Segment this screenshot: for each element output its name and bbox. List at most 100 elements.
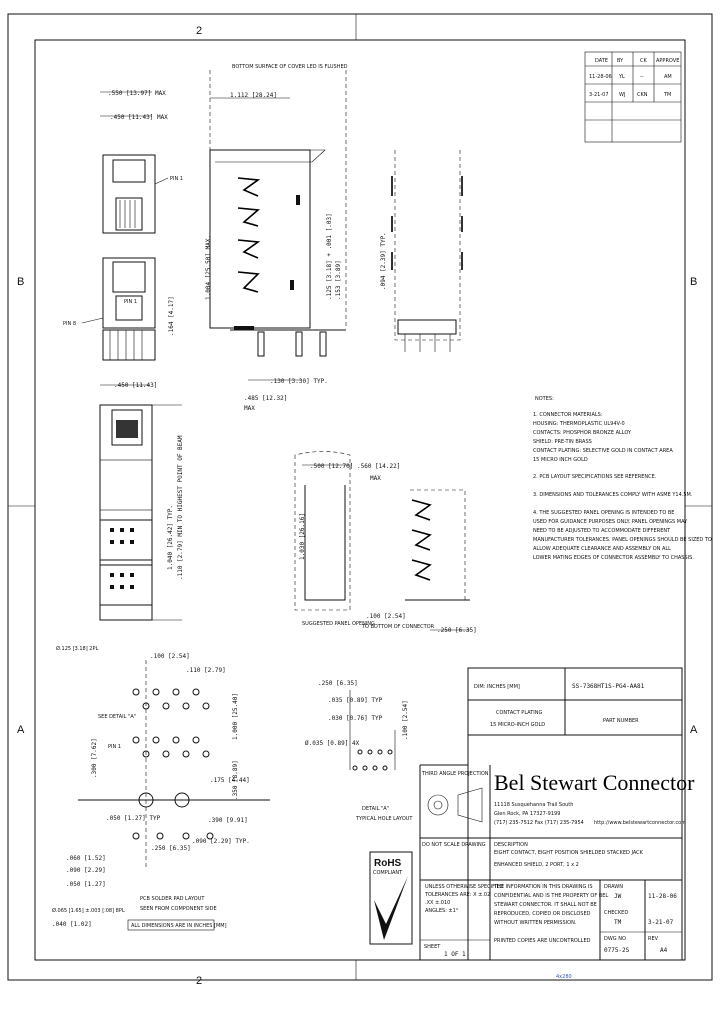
pcb-d17: .050 [1.27]: [66, 881, 106, 888]
pcb-d14: .090 [2.29] TYP.: [192, 838, 250, 845]
panel-d3: 1.030 [26.16]: [299, 513, 306, 560]
zone-bottom-2: 2: [196, 975, 202, 987]
pcb-caption3: ALL DIMENSIONS ARE IN INCHES [MM]: [131, 923, 227, 929]
panel-d5: TO BOTTOM OF CONNECTOR: [361, 624, 435, 630]
side-d-b: .153 [3.89]: [335, 260, 342, 300]
notes-line-4: CONTACT PLATING: SELECTIVE GOLD IN CONTA…: [533, 448, 673, 454]
tb-rev: A4: [660, 947, 668, 954]
panel-cutout-view: .500 [12.70] .560 [14.22] MAX 1.030 [26.…: [294, 451, 477, 634]
tb-tol1: TOLERANCES ARE: X ±.02: [424, 892, 490, 898]
tb-print-note: PRINTED COPIES ARE UNCONTROLLED: [494, 938, 591, 944]
zone-right-a: A: [690, 724, 698, 736]
top-view: .550 [13.97] MAX .450 [11.43] MAX PIN 1 …: [63, 90, 183, 361]
notes-title: NOTES:: [535, 396, 554, 402]
pcb-caption2: SEEN FROM COMPONENT SIDE: [140, 906, 217, 912]
panel-label: SUGGESTED PANEL OPENING: [302, 621, 375, 627]
detail-a-view: .250 [6.35] .035 [0.89] TYP .030 [0.76] …: [305, 680, 413, 822]
top-d3: .164 [4.17]: [168, 296, 175, 336]
rohs-text: RoHS: [374, 858, 402, 869]
pin-side-view: .094 [2.39] TYP.: [380, 150, 463, 352]
top-d1: .550 [13.97] MAX: [108, 90, 166, 97]
tb-prop1: CONFIDENTIAL AND IS THE PROPERTY OF BEL: [494, 893, 608, 899]
side-d-c: .094 [2.39] TYP.: [380, 232, 387, 290]
notes-block: NOTES: 1. CONNECTOR MATERIALS: HOUSING: …: [533, 396, 712, 561]
pcb-layout-view: Ø.125 [3.18] 2PL .100 [2.54] .110 [2.79]…: [52, 645, 270, 931]
pcb-d15: .250 [6.35]: [151, 845, 191, 852]
rohs-logo: RoHS COMPLIANT: [369, 851, 413, 945]
pcb-d9: .050 [1.27] TYP: [106, 815, 161, 822]
pcb-detail-lbl: SEE DETAIL "A": [98, 714, 136, 720]
notes-line-6: 2. PCB LAYOUT SPECIFICATIONS SEE REFEREN…: [533, 474, 657, 480]
rev-hdr-approve: APPROVE: [656, 58, 679, 64]
panel-d2b: MAX: [370, 475, 381, 482]
tb-prop2: STEWART CONNECTOR. IT SHALL NOT BE: [494, 902, 597, 908]
detail-d3: .030 [0.76] TYP: [328, 715, 383, 722]
side-d-f-max: MAX: [244, 405, 255, 412]
tb-drawn-date: 11-28-06: [648, 893, 677, 900]
tb-tol0: UNLESS OTHERWISE SPECIFIED: [425, 884, 504, 890]
pcb-ref-8pl: Ø.065 [1.65] ±.003 [.08] 8PL: [52, 907, 125, 914]
pcb-d13: .040 [1.02]: [52, 921, 92, 928]
zone-left-b: B: [17, 276, 24, 288]
tb-scale-lbl: DO NOT SCALE DRAWING: [422, 842, 486, 848]
zone-left-a: A: [17, 724, 25, 736]
tb-prop3: REPRODUCED, COPIED OR DISCLOSED: [494, 911, 591, 917]
footer-mark: 4x280: [556, 974, 572, 980]
front-view: .450 [11.43] 1.040 [26.42] TYP. .110 [2.…: [99, 382, 184, 621]
notes-line-7: 3. DIMENSIONS AND TOLERANCES COMPLY WITH…: [533, 492, 693, 498]
side-d-a: .125 [3.18] + .001 [.03]: [326, 213, 333, 300]
tb-website: http://www.belstewartconnector.com: [594, 820, 686, 826]
tb-dwgno-lbl: DWG NO: [604, 936, 626, 942]
tb-tol3: ANGLES: ±1°: [425, 908, 459, 914]
rev-hdr-ck: CK: [640, 58, 647, 64]
rev-r2-date: 3-21-07: [589, 92, 609, 98]
tb-dwgno: 0775-2S: [604, 947, 630, 954]
rev-hdr-date: DATE: [595, 58, 608, 64]
top-pin8: PIN 8: [63, 321, 76, 327]
tb-checked-by: TM: [614, 919, 622, 926]
zone-right-b: B: [690, 276, 697, 288]
detail-d1: .250 [6.35]: [318, 680, 358, 687]
rev-r1-ck: --: [640, 74, 644, 80]
tb-address3: (717) 235-7512 Fax (717) 235-7954: [494, 820, 584, 826]
pcb-pin1: PIN 1: [108, 744, 121, 750]
pcb-ref-2pl: Ø.125 [3.18] 2PL: [56, 645, 98, 652]
tb-company: Bel Stewart Connector: [494, 770, 695, 795]
rev-r2-by: WJ: [619, 92, 625, 98]
tb-partno-label: PART NUMBER: [603, 718, 639, 724]
notes-line-3: SHIELD: PRE-TIN BRASS: [533, 439, 592, 445]
side-view: BOTTOM SURFACE OF COVER LED IS FLUSHED 1…: [205, 64, 348, 412]
side-d-f: .485 [12.32]: [244, 395, 287, 402]
pcb-d8: .350 [8.89]: [232, 760, 239, 800]
rev-r2-ck: CKN: [637, 92, 648, 98]
tb-sheet-lbl: SHEET: [424, 944, 441, 950]
inner-border: [34, 39, 686, 961]
front-d1: .450 [11.43]: [114, 382, 157, 389]
panel-d6: .250 [6.35]: [437, 627, 477, 634]
notes-line-5: 15 MICRO INCH GOLD: [533, 457, 588, 463]
front-d3: .110 [2.79] MIN TO HIGHEST POINT OF BEAM: [177, 435, 184, 580]
rev-r1-approve: AM: [664, 74, 672, 80]
tb-prop4: WITHOUT WRITTEN PERMISSION.: [494, 920, 577, 926]
detail-d4: .100 [2.54]: [402, 700, 409, 740]
detail-d5: Ø.035 [0.89] 4X: [305, 740, 360, 747]
tb-contact-plating: CONTACT PLATING: [496, 710, 543, 716]
detail-caption1: DETAIL "A": [362, 806, 389, 812]
detail-caption2: TYPICAL HOLE LAYOUT: [355, 816, 413, 822]
panel-d2: .560 [14.22]: [357, 463, 400, 470]
tb-checked-lbl: CHECKED: [604, 910, 628, 916]
top-d2: .450 [11.43] MAX: [110, 114, 168, 121]
notes-line-9: USED FOR GUIDANCE PURPOSES ONLY. PANEL O…: [533, 519, 688, 525]
rev-r1-date: 11-28-06: [589, 74, 612, 80]
rev-r1-by: YL: [618, 74, 625, 80]
pcb-d4: .060 [1.52]: [66, 855, 106, 862]
top-pin1-bottom: PIN 1: [124, 299, 137, 305]
notes-line-11: MANUFACTURER TOLERANCES. PANEL OPENINGS …: [533, 537, 712, 543]
pcb-d3: .100 [2.54]: [150, 653, 190, 660]
notes-line-2: CONTACTS: PHOSPHOR BRONZE ALLOY: [533, 430, 632, 436]
tb-rev-lbl: REV: [648, 936, 659, 942]
pcb-d6: .110 [2.79]: [186, 667, 226, 674]
tb-desc1: EIGHT CONTACT, EIGHT POSITION SHIELDED S…: [494, 850, 644, 856]
rohs-sub: COMPLIANT: [373, 870, 403, 876]
